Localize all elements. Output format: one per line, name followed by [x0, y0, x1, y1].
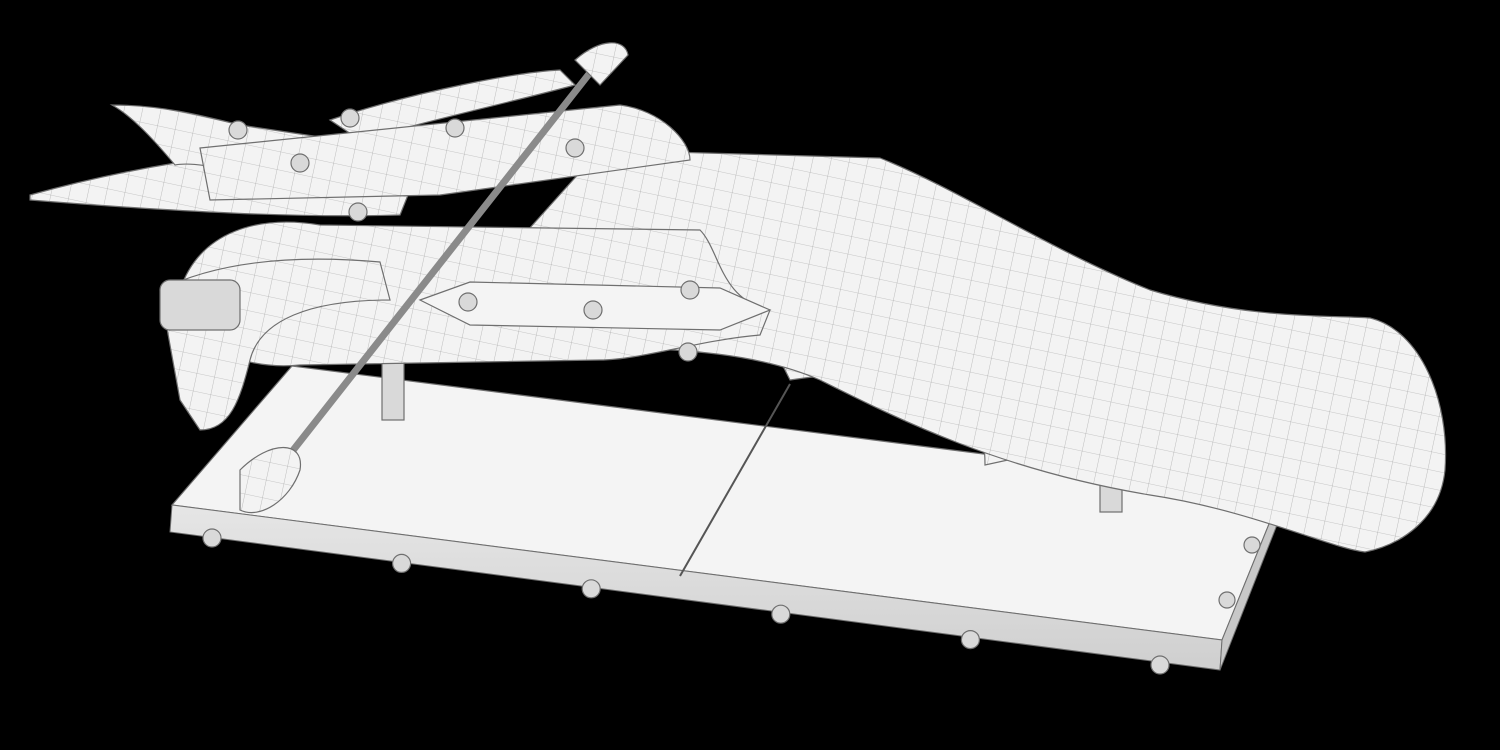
- limb-binding: [159, 279, 241, 331]
- upper-limb: [328, 69, 577, 141]
- stud: [228, 120, 248, 140]
- rivet: [202, 528, 222, 548]
- rivet: [771, 604, 791, 624]
- stud: [678, 342, 698, 362]
- top-rail: [199, 104, 691, 201]
- base-rivets: [202, 528, 1261, 675]
- bolt-tip-rear: [574, 42, 629, 86]
- base-seam: [679, 383, 791, 577]
- stud: [348, 202, 368, 222]
- rivet: [1243, 536, 1261, 554]
- bowstring-bolt: [247, 57, 603, 508]
- stud: [680, 280, 700, 300]
- stud: [290, 153, 310, 173]
- stud: [340, 108, 360, 128]
- rivet: [581, 579, 601, 599]
- stud: [445, 118, 465, 138]
- stud: [458, 292, 478, 312]
- rivet: [1150, 655, 1170, 675]
- rivet: [960, 629, 981, 650]
- body-studs: [228, 108, 700, 362]
- rivet: [392, 553, 412, 574]
- rivet: [1218, 591, 1236, 609]
- support-post-left: [381, 359, 405, 421]
- stud: [583, 300, 603, 320]
- bolt-tip-front: [239, 447, 302, 514]
- stud: [565, 138, 585, 158]
